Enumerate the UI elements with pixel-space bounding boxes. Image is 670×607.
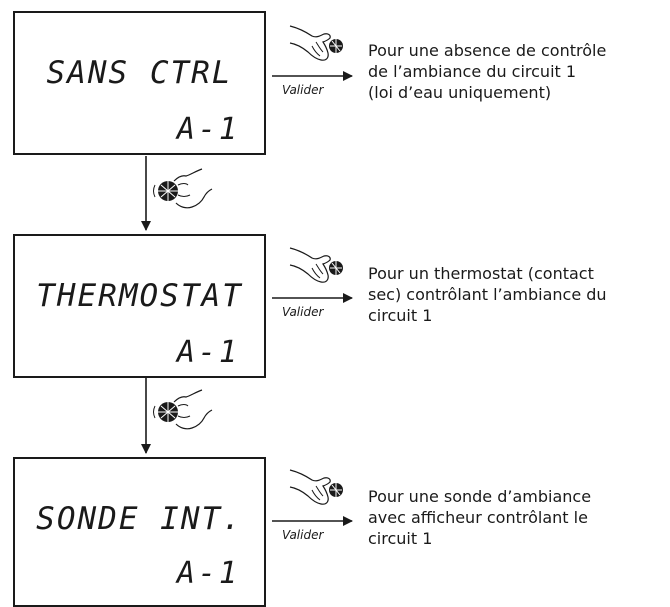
hand-turning-knob-icon	[154, 390, 213, 429]
hand-pressing-knob-icon	[290, 26, 343, 60]
hand-turning-knob-icon	[154, 169, 213, 208]
hand-pressing-knob-icon	[290, 248, 343, 282]
hand-pressing-knob-icon	[290, 470, 343, 504]
